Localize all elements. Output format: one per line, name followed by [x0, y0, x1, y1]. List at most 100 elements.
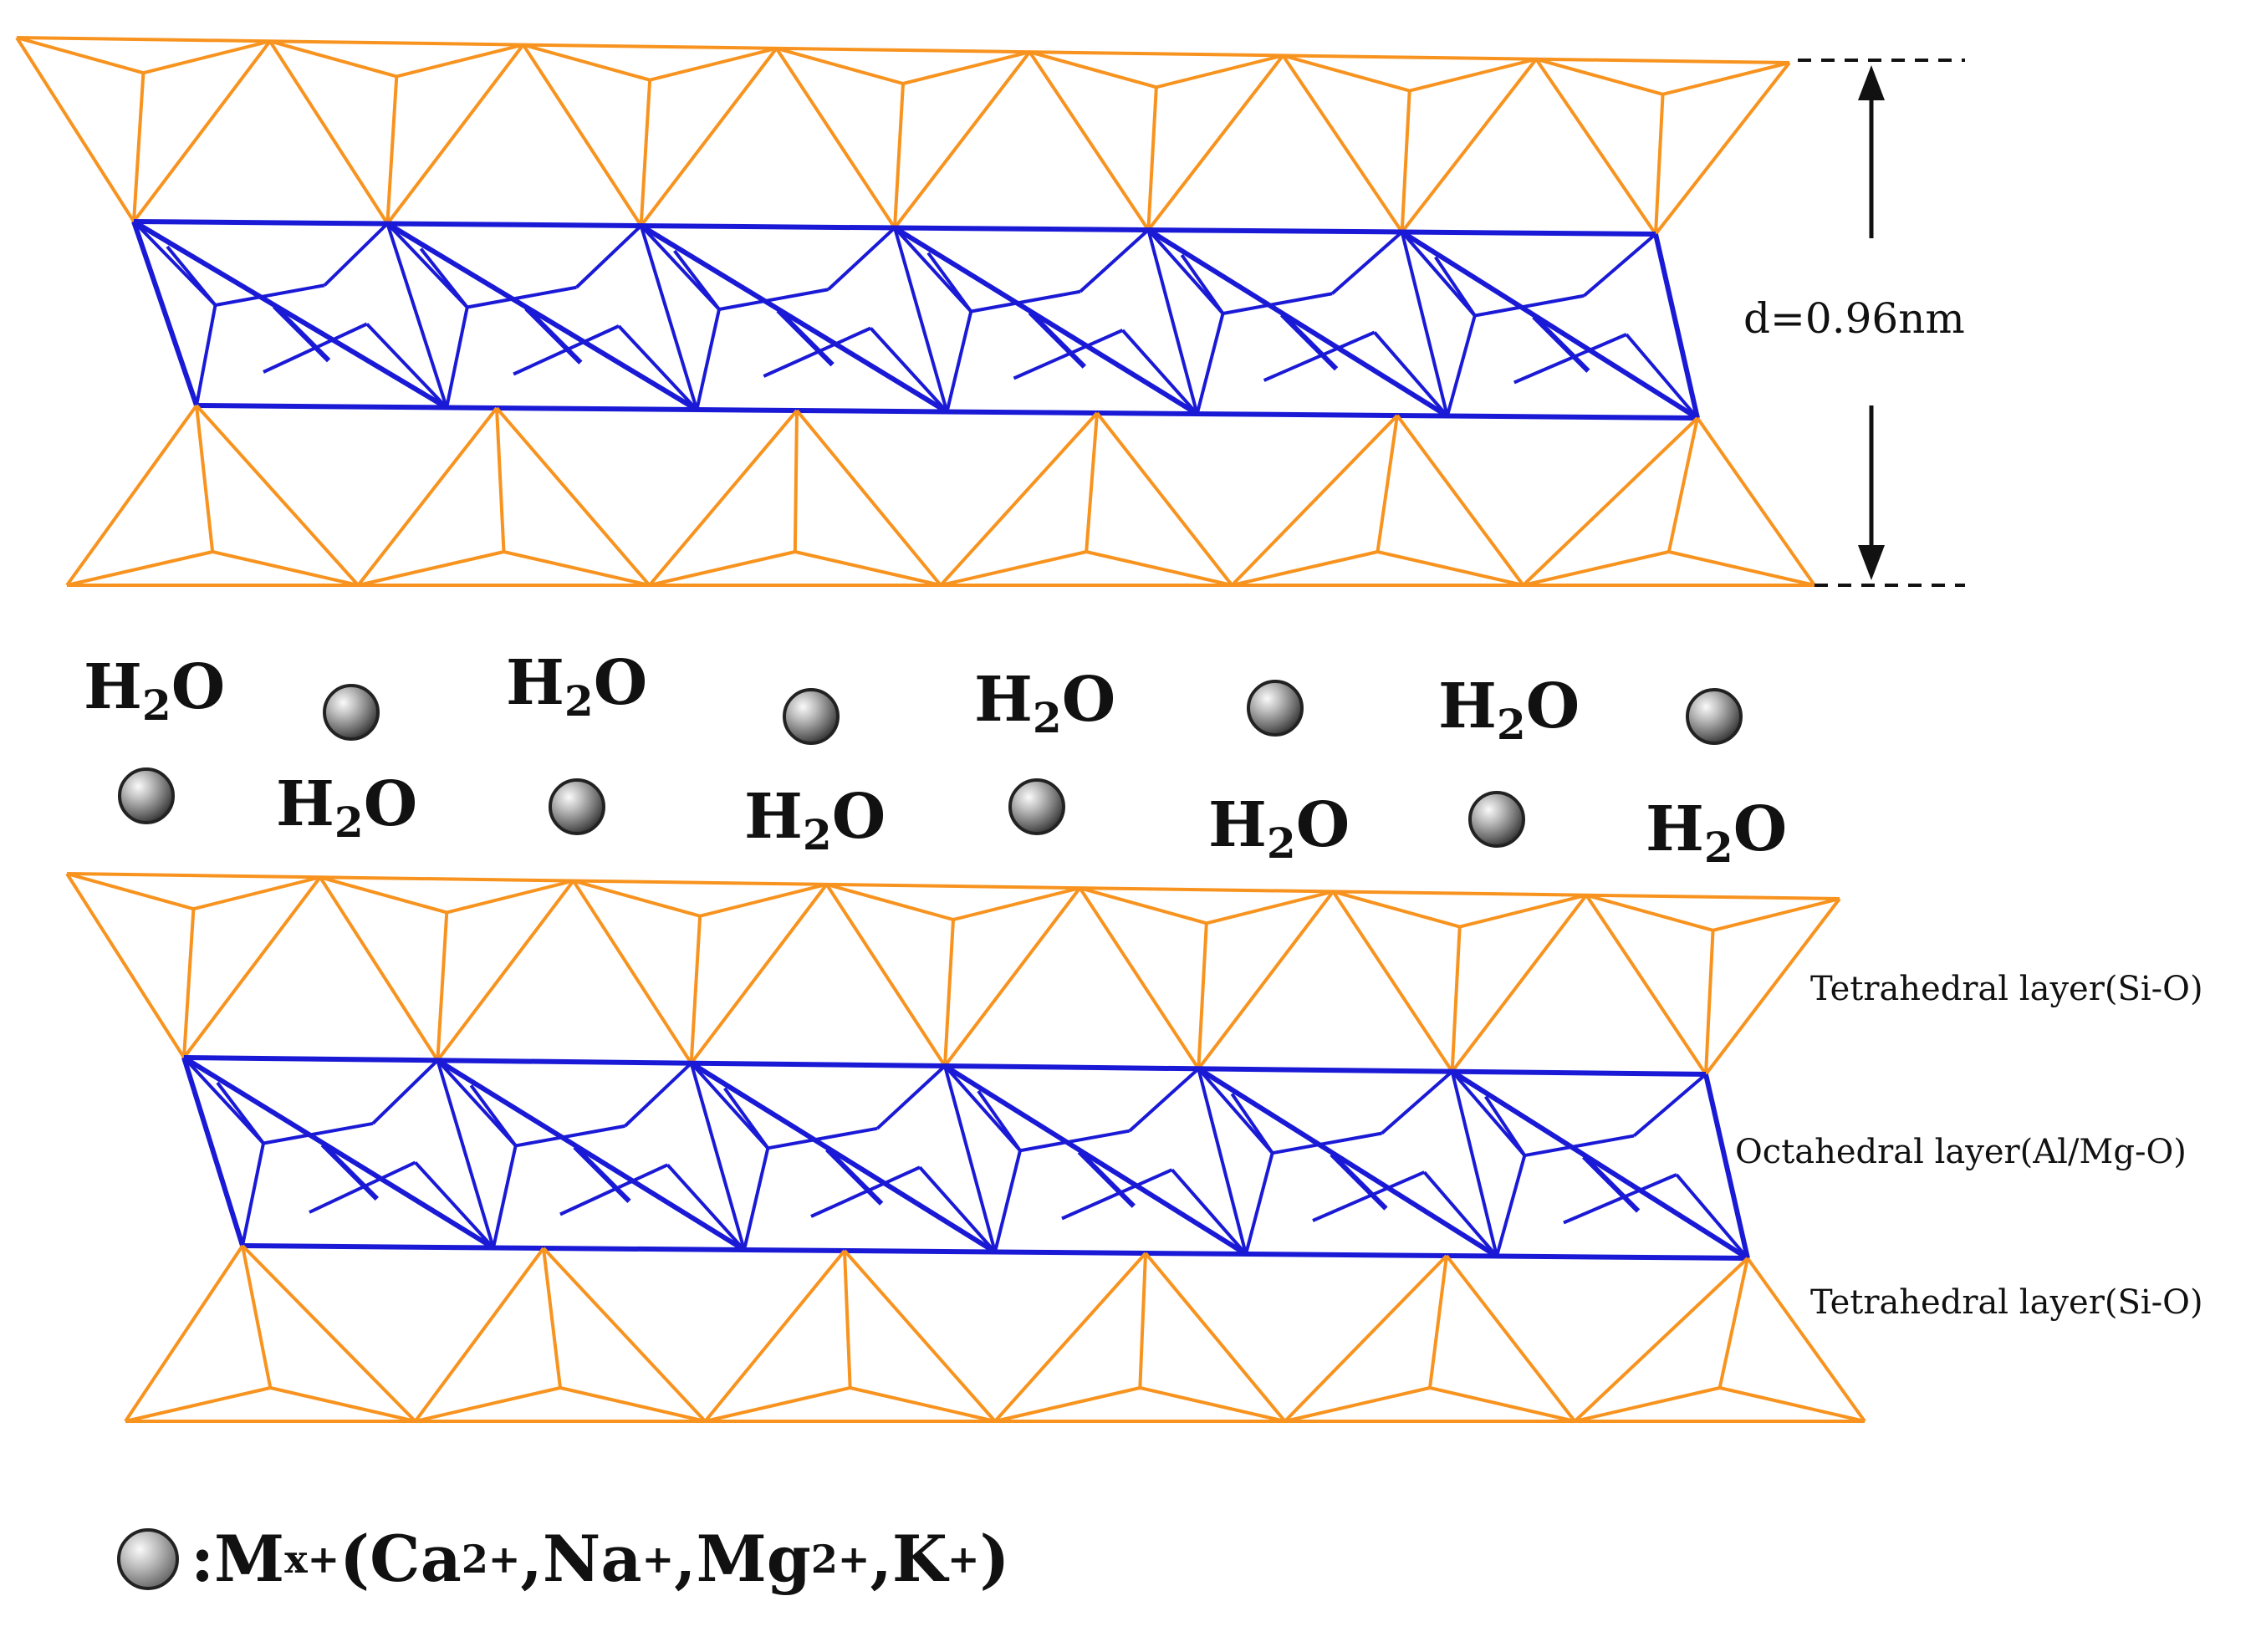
bond-line: [559, 1386, 706, 1423]
cation-ball-icon: [117, 1527, 179, 1590]
bond-line: [309, 1160, 416, 1214]
bond-line: [1662, 61, 1790, 96]
bond-line: [794, 550, 942, 587]
bond-line: [319, 875, 447, 915]
bond-line: [1534, 58, 1657, 236]
bond-line: [414, 1247, 545, 1423]
bond-line: [1244, 1152, 1274, 1255]
bond-line: [323, 222, 389, 287]
bond-line: [269, 39, 397, 79]
bond-line: [195, 404, 360, 587]
bond-line: [66, 872, 194, 911]
bond-line: [216, 1081, 265, 1145]
bond-line: [1585, 893, 1714, 932]
bond-line: [16, 36, 144, 75]
bond-line: [1451, 1070, 1526, 1157]
bond-line: [385, 221, 698, 412]
bond-line: [1746, 1257, 1866, 1423]
bond-line: [640, 223, 949, 415]
bond-line: [1028, 310, 1086, 369]
bond-line: [132, 40, 272, 223]
bond-line: [1139, 1386, 1286, 1423]
bond-line: [436, 1058, 746, 1252]
bond-line: [1474, 293, 1585, 318]
bond-line: [970, 289, 1081, 314]
bond-line: [1573, 1257, 1749, 1423]
bond-line: [826, 882, 954, 921]
bond-line: [1197, 923, 1208, 1069]
bond-line: [1282, 54, 1411, 93]
bond-line: [131, 221, 199, 406]
bond-line: [689, 915, 702, 1063]
bond-line: [1632, 1073, 1707, 1138]
bond-line: [385, 43, 525, 225]
bond-line: [1675, 1173, 1749, 1260]
bond-line: [436, 1059, 495, 1249]
bond-line: [926, 252, 972, 313]
bond-line: [241, 1245, 273, 1389]
bond-line: [952, 886, 1080, 921]
bond-line: [639, 225, 699, 410]
bond-line: [1330, 231, 1403, 295]
cation-ball: [323, 684, 380, 741]
bond-line: [1654, 233, 1699, 419]
bond-line: [943, 1065, 997, 1253]
octahedral-sheet-2: [181, 1055, 1750, 1261]
bond-line: [1146, 229, 1199, 415]
bond-line: [824, 883, 947, 1068]
bond-line: [763, 326, 872, 378]
bond-line: [1128, 1067, 1200, 1133]
bond-line: [1171, 1168, 1248, 1256]
bond-line: [1376, 415, 1399, 553]
bond-line: [767, 1126, 878, 1150]
bond-line: [273, 304, 331, 363]
bond-line: [1422, 1170, 1498, 1257]
bond-line: [445, 307, 469, 408]
bond-line: [776, 308, 835, 367]
bond-line: [522, 43, 643, 227]
bond-line: [414, 1161, 495, 1249]
bond-line: [1121, 329, 1199, 416]
bond-line: [1331, 890, 1454, 1073]
water-molecule: H2O: [1646, 793, 1788, 872]
bond-line: [132, 73, 145, 222]
octahedral-sheet-1: [131, 219, 1700, 421]
bond-line: [492, 1145, 518, 1248]
bond-line: [1332, 890, 1461, 929]
bond-line: [542, 1247, 562, 1389]
bond-line: [574, 224, 643, 289]
bond-line: [869, 327, 948, 413]
bond-line: [1400, 232, 1449, 416]
d-spacing-dimension: [1798, 59, 1965, 587]
bond-line: [666, 1163, 746, 1252]
bond-line: [356, 406, 498, 587]
bond-line: [1146, 87, 1158, 231]
bond-line: [827, 227, 896, 291]
bond-line: [1381, 1070, 1453, 1135]
cation-ball: [783, 688, 840, 745]
bond-line: [1451, 894, 1588, 1073]
bond-line: [1666, 417, 1699, 553]
bond-line: [365, 323, 448, 409]
bond-line: [1146, 228, 1224, 315]
water-molecule: H2O: [84, 651, 226, 730]
bond-line: [503, 550, 651, 587]
bond-line: [385, 222, 449, 409]
bond-line: [1028, 51, 1150, 232]
bond-line: [1197, 1068, 1248, 1255]
bond-line: [1197, 1066, 1498, 1259]
bond-line: [1429, 1386, 1575, 1423]
tetrahedral-layer-label-top: Tetrahedral layer(Si-O): [1810, 970, 2203, 1008]
bond-line: [649, 46, 778, 82]
bond-line: [1061, 1168, 1173, 1221]
bond-line: [743, 1147, 770, 1251]
bond-line: [132, 219, 448, 410]
bond-line: [1434, 256, 1477, 317]
bond-line: [774, 47, 896, 229]
cation-ball: [1247, 680, 1304, 737]
bond-line: [640, 224, 721, 311]
bond-line: [704, 1386, 851, 1423]
bond-line: [1272, 1131, 1382, 1155]
